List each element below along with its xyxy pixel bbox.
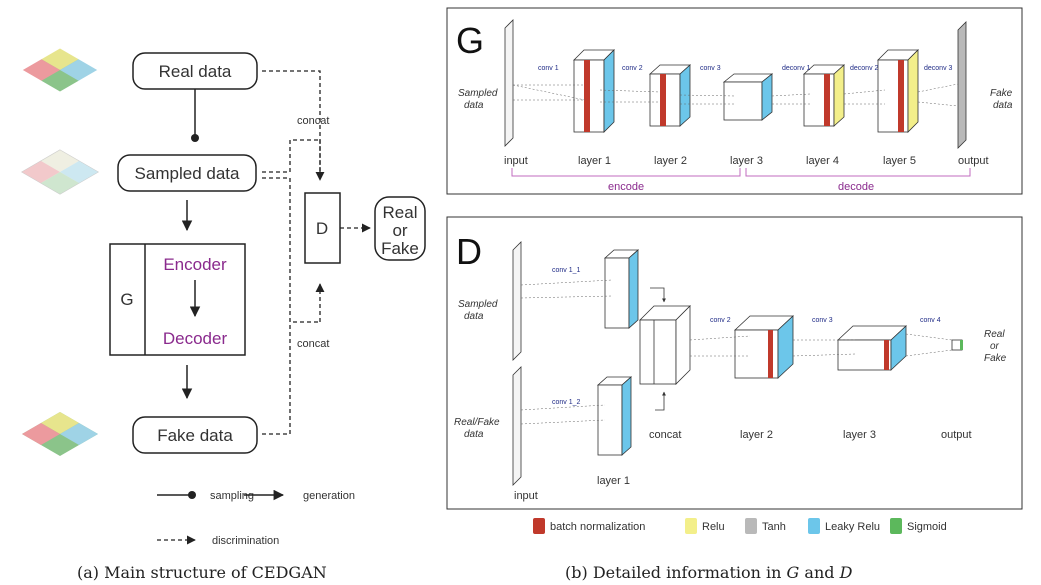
g-deconv2: deconv 2 — [850, 65, 879, 72]
g-layer4-block — [802, 64, 846, 127]
g-deconv1: deconv 1 — [782, 65, 811, 72]
real-or-fake-3: Fake — [381, 239, 419, 258]
legend-label-leaky-relu: Leaky Relu — [825, 521, 880, 533]
d-concat-arrow-top — [650, 287, 666, 303]
d-input-slab-2 — [512, 366, 522, 486]
d-conv1-2: conv 1_2 — [552, 399, 581, 406]
d-panel-title: D — [456, 231, 482, 272]
g-layer5-block — [877, 49, 919, 133]
g-layer-4: layer 4 — [806, 155, 839, 167]
g-layer-output: output — [958, 155, 989, 167]
g-deconv3: deconv 3 — [924, 65, 953, 72]
d-kernel-lines — [520, 279, 953, 425]
g-layer-1: layer 1 — [578, 155, 611, 167]
g-layer-3: layer 3 — [730, 155, 763, 167]
encode-label: encode — [608, 181, 644, 193]
legend-label-sigmoid: Sigmoid — [907, 521, 947, 533]
encode-decode-brackets — [511, 168, 971, 177]
legend-discrimination-label: discrimination — [212, 535, 279, 547]
layer-color-legend: batch normalization Relu Tanh Leaky Relu… — [533, 518, 947, 534]
d-conv3: conv 3 — [812, 317, 833, 324]
sampling-dot — [191, 134, 199, 142]
d-layer-1: layer 1 — [597, 475, 630, 487]
discriminator-box — [304, 192, 341, 264]
d-layer2-block — [733, 315, 795, 379]
d-layer-input: input — [514, 490, 538, 502]
g-layer-input: input — [504, 155, 528, 167]
d-layer-3: layer 3 — [843, 429, 876, 441]
real-or-fake-2: or — [392, 221, 407, 240]
legend-label-relu: Relu — [702, 521, 725, 533]
encoder-label: Encoder — [163, 255, 227, 274]
g-layer3-block — [722, 73, 774, 121]
d-sampled-2: data — [464, 311, 484, 322]
d-input-slab-1 — [512, 241, 522, 361]
d-real-or-fake-2: or — [990, 341, 1000, 352]
fake-data-grid-icon — [22, 412, 98, 456]
d-concat-arrow-bottom — [655, 391, 666, 411]
legend-swatch-batch-norm — [533, 518, 545, 534]
d-concat-block — [639, 305, 691, 385]
d-layer1-bottom-block — [596, 376, 633, 456]
g-panel-title: G — [456, 20, 484, 61]
d-conv4: conv 4 — [920, 317, 941, 324]
g-conv2: conv 2 — [622, 65, 643, 72]
legend-swatch-leaky-relu — [808, 518, 820, 534]
d-realfake-2: data — [464, 429, 484, 440]
legend-label-tanh: Tanh — [762, 521, 786, 533]
g-kernel-lines — [512, 83, 959, 107]
g-conv3: conv 3 — [700, 65, 721, 72]
decode-label: decode — [838, 181, 874, 193]
d-real-or-fake-1: Real — [984, 329, 1005, 340]
d-realfake-1: Real/Fake — [454, 417, 500, 428]
real-data-label: Real data — [159, 62, 232, 81]
sampled-data-label: Sampled data — [135, 164, 240, 183]
real-or-fake-box — [374, 196, 426, 261]
g-layer1-block — [573, 49, 615, 133]
legend-swatch-sigmoid — [890, 518, 902, 534]
left-caption: (a) Main structure of CEDGAN — [77, 563, 327, 582]
sampled-data-box — [117, 154, 257, 192]
g-fake-2: data — [993, 100, 1013, 111]
d-sampled-1: Sampled — [458, 299, 498, 310]
d-layer-output: output — [941, 429, 972, 441]
d-layer-2: layer 2 — [740, 429, 773, 441]
d-layer3-block — [836, 325, 908, 371]
g-sampled-2: data — [464, 100, 484, 111]
generator-label: G — [120, 290, 133, 309]
real-data-grid-icon — [21, 47, 99, 93]
legend-swatch-tanh — [745, 518, 757, 534]
fake-data-box — [132, 416, 258, 454]
d-layer1-top-block — [603, 249, 640, 329]
discrimination-connections — [262, 70, 371, 435]
discriminator-label: D — [316, 219, 328, 238]
concat-bottom-label: concat — [297, 338, 329, 350]
g-layer-2: layer 2 — [654, 155, 687, 167]
g-layer-5: layer 5 — [883, 155, 916, 167]
fake-data-label: Fake data — [157, 426, 233, 445]
generator-box — [109, 243, 246, 356]
d-conv2: conv 2 — [710, 317, 731, 324]
d-real-or-fake-3: Fake — [984, 353, 1007, 364]
concat-top-label: concat — [297, 115, 329, 127]
g-fake-1: Fake — [990, 88, 1013, 99]
sampled-data-grid-icon — [21, 149, 99, 195]
real-or-fake-1: Real — [383, 203, 418, 222]
g-layer2-block — [648, 64, 692, 127]
legend-label-batch-norm: batch normalization — [550, 521, 645, 533]
legend-sampling-label: sampling — [210, 490, 254, 502]
d-layer-concat: concat — [649, 429, 681, 441]
decoder-label: Decoder — [163, 329, 228, 348]
legend-generation-label: generation — [303, 490, 355, 502]
g-input-slab — [504, 19, 514, 147]
legend-swatch-relu — [685, 518, 697, 534]
d-conv1-1: conv 1_1 — [552, 267, 581, 274]
g-output-slab — [957, 21, 967, 149]
g-sampled-1: Sampled — [458, 88, 498, 99]
right-caption: (b) Detailed information in G and D — [565, 563, 853, 582]
g-conv1: conv 1 — [538, 65, 559, 72]
d-panel-frame — [446, 216, 1023, 510]
